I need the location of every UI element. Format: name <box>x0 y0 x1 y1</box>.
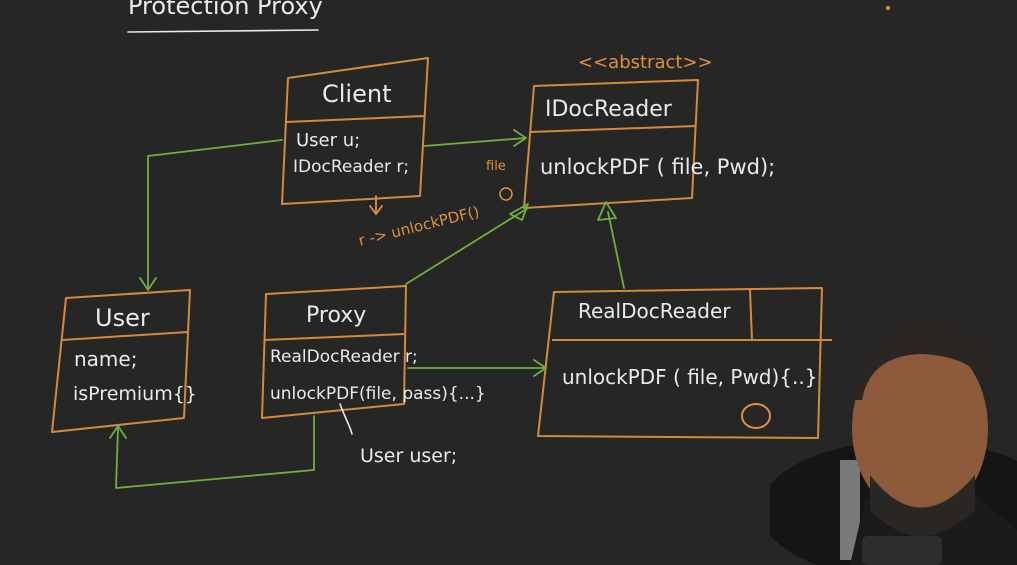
user-field-name: name; <box>74 347 137 371</box>
user-name: User <box>95 304 150 332</box>
stray-dot <box>886 6 890 10</box>
idocreader-method: unlockPDF ( file, Pwd); <box>540 155 775 179</box>
client-field-reader: IDocReader r; <box>293 157 409 177</box>
realdocreader-method: unlockPDF ( file, Pwd){..} <box>562 365 817 389</box>
user-arrowhead-bottom <box>109 425 127 439</box>
class-realdocreader: RealDocReader unlockPDF ( file, Pwd){..} <box>537 287 832 439</box>
proxy-implements-head <box>509 203 529 221</box>
client-call-arrowhead <box>369 205 383 216</box>
class-client: Client User u; IDocReader r; <box>281 57 429 205</box>
client-to-user-line <box>147 139 283 289</box>
note-circle <box>499 187 513 201</box>
class-user: User name; isPremium{} <box>51 289 197 433</box>
realdocreader-name: RealDocReader <box>578 299 731 323</box>
real-arrowhead <box>533 359 547 377</box>
proxy-to-user-line <box>115 415 315 489</box>
client-field-user: User u; <box>296 130 360 151</box>
class-idocreader: IDocReader unlockPDF ( file, Pwd); <box>523 79 775 209</box>
user-arrowhead-top <box>139 277 157 291</box>
file-note: file <box>486 159 506 174</box>
class-proxy: Proxy RealDocReader r; unlockPDF(file, p… <box>261 285 486 419</box>
diagram-title: Protection Proxy <box>128 0 323 20</box>
presenter-video <box>770 300 1017 565</box>
presenter-icon <box>770 316 1017 565</box>
real-implements-line <box>607 211 625 289</box>
user-field-premium: isPremium{} <box>73 383 197 405</box>
real-implements-head <box>597 201 617 221</box>
proxy-field-reader: RealDocReader r; <box>270 347 418 367</box>
proxy-user-note: User user; <box>360 445 457 467</box>
proxy-method-unlock: unlockPDF(file, pass){...} <box>270 384 486 404</box>
proxy-user-arrow <box>339 403 353 435</box>
client-to-idocreader-line <box>423 137 527 147</box>
abstract-stereotype: <<abstract>> <box>578 52 713 73</box>
title-underline <box>127 29 319 33</box>
cursor-scribble <box>741 403 771 429</box>
idocreader-arrowhead <box>513 129 527 147</box>
proxy-name: Proxy <box>306 303 366 328</box>
idocreader-name: IDocReader <box>545 97 673 122</box>
proxy-implements-line <box>405 207 529 285</box>
client-name: Client <box>322 80 391 108</box>
